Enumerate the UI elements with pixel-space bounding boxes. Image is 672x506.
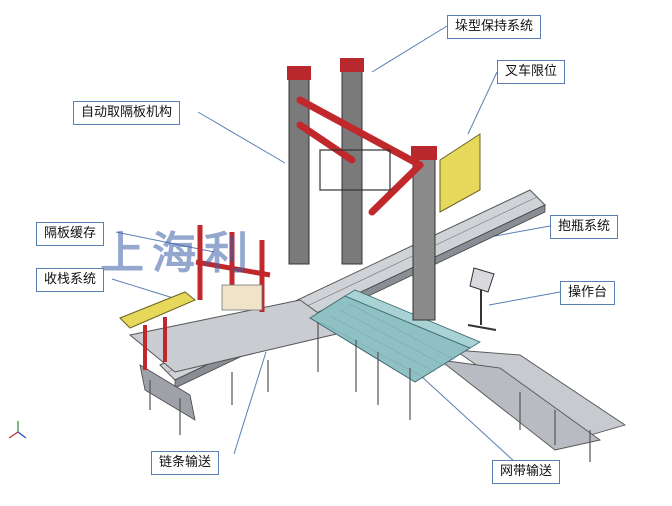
gantry-columns [287,58,437,321]
gripper-arms [296,96,424,216]
label-stack-collect: 收栈系统 [36,268,105,292]
axis-triad [8,421,27,439]
right-conveyors [438,349,627,462]
separator-board [221,284,263,311]
label-bottle-gripper: 抱瓶系统 [550,215,619,239]
forklift-limit-panel [439,133,481,213]
operator-station [467,267,497,331]
watermark-text: 上海利 [100,228,256,279]
stack-keeping-frame [319,149,391,191]
label-auto-separator: 自动取隔板机构 [73,101,181,125]
label-mesh-conveyor: 网带输送 [492,460,561,484]
label-separator-buffer: 隔板缓存 [36,222,105,246]
label-operator-station: 操作台 [560,281,616,305]
leader-lines [111,25,561,464]
label-fork-limit: 叉车限位 [497,60,566,84]
stack-collect-system [119,291,196,370]
label-chain-conveyor: 链条输送 [151,451,220,475]
label-stack-keeping: 垛型保持系统 [447,15,542,39]
mesh-belt-conveyor [309,289,481,420]
